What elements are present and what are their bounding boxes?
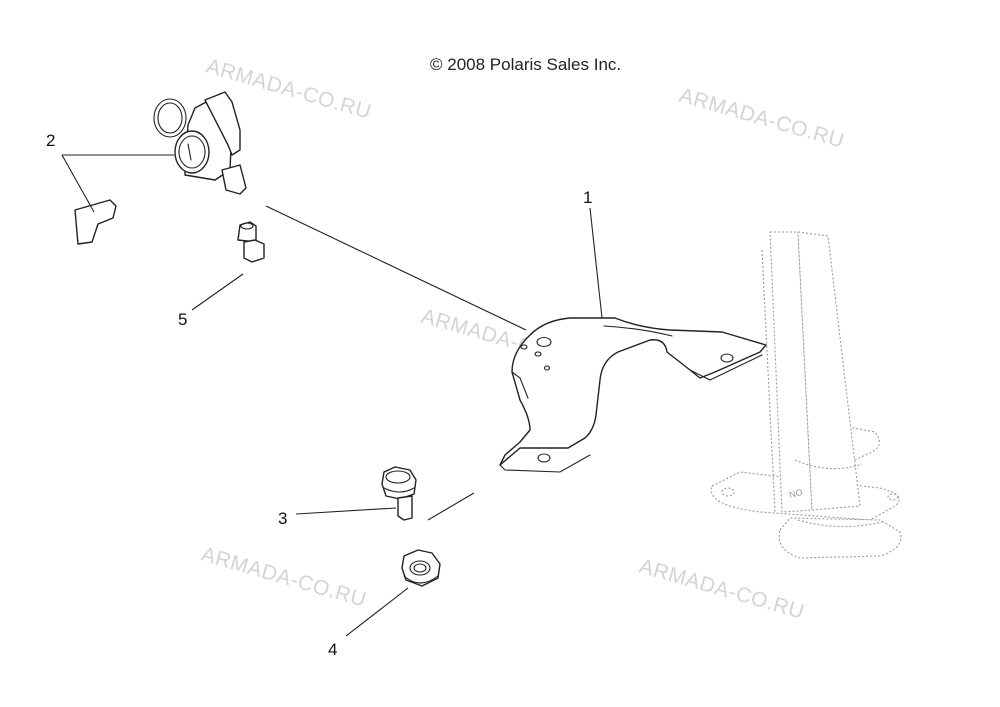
callout-2: 2 [46, 131, 55, 150]
base-flange-ghost [778, 517, 902, 559]
watermark-5: ARMADA-CO.RU [637, 555, 807, 624]
bracket-edge-line [603, 325, 673, 337]
bracket-hole [720, 353, 734, 363]
steering-post-ghost: NO [710, 231, 902, 559]
leader-1 [589, 207, 603, 319]
callout-4: 4 [328, 640, 337, 659]
column-left-ghost [769, 231, 813, 513]
plate-hole-ghost [721, 487, 735, 497]
watermark-4: ARMADA-CO.RU [199, 543, 369, 612]
leader-2b [61, 154, 95, 213]
copyright-text: © 2008 Polaris Sales Inc. [430, 55, 621, 74]
steering-post-marking: NO [788, 487, 804, 500]
key-ring-outer [153, 98, 187, 138]
leader-3 [295, 507, 397, 515]
nut-hex [401, 549, 441, 587]
bolt-part-3 [381, 466, 417, 521]
watermark-2: ARMADA-CO.RU [677, 84, 847, 153]
switch-side [204, 91, 241, 156]
bracket-hole [534, 351, 542, 357]
assembly-line-bolt [427, 492, 475, 521]
callout-1: 1 [583, 188, 592, 207]
callout-5: 5 [178, 310, 187, 329]
bracket-hole [537, 453, 551, 463]
bracket-part-1 [499, 317, 767, 473]
column-right-ghost [797, 231, 861, 511]
screw-part-5 [237, 221, 265, 263]
bolt-head-top [385, 470, 411, 484]
bracket-hole [536, 336, 552, 348]
bolt-shank [397, 495, 413, 521]
watermark-group: ARMADA-CO.RU ARMADA-CO.RU ARMADA-CO.RU A… [199, 55, 847, 624]
plate-hole-ghost [887, 493, 899, 501]
key-blank [74, 199, 117, 245]
ignition-switch-part-2 [74, 91, 247, 245]
switch-connector [221, 164, 247, 195]
bracket-edge-line [511, 371, 529, 399]
lock-cylinder-face [174, 130, 210, 174]
lock-cylinder-bezel [178, 135, 206, 169]
column-collar-ghost [797, 519, 883, 528]
bracket-hole [520, 344, 528, 350]
key-ring-inner [157, 102, 183, 134]
screw-top [240, 222, 254, 230]
key-slot [187, 143, 192, 161]
bracket-foot-edge [499, 454, 591, 473]
leader-lines [61, 154, 603, 637]
bracket-body [499, 317, 767, 466]
nut-bore [409, 560, 431, 576]
nut-part-4 [401, 549, 441, 587]
bolt-flange [383, 487, 415, 493]
nut-flange [403, 575, 439, 584]
leader-4 [345, 587, 409, 637]
callout-3: 3 [278, 509, 287, 528]
assembly-line-switch-to-bracket [265, 205, 527, 331]
bracket-edge-line [689, 354, 763, 381]
nut-bore-inner [413, 563, 427, 573]
leader-5 [191, 273, 244, 311]
bracket-hole [543, 365, 551, 371]
screw-shank [243, 239, 265, 263]
